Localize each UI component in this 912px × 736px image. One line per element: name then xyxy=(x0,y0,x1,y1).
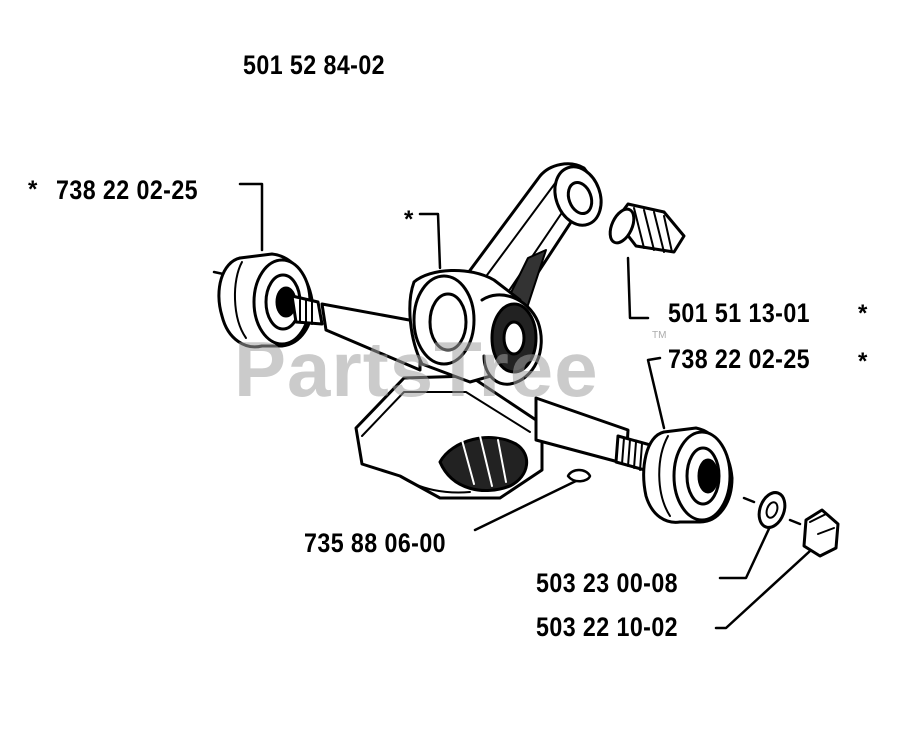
bearing-left-part-number: 738 22 02-25 xyxy=(56,175,199,205)
crankpin-boss xyxy=(408,269,543,386)
watermark-tm: TM xyxy=(652,330,667,341)
crank-web xyxy=(354,374,544,500)
bearing-left-star: * xyxy=(28,176,38,203)
conrod-star: * xyxy=(404,206,414,233)
key-part-number: 735 88 06-00 xyxy=(304,528,447,558)
right-ball-bearing xyxy=(642,426,734,524)
leader-lines xyxy=(212,182,824,630)
woodruff-key xyxy=(566,468,592,483)
nut-part-number: 503 22 10-02 xyxy=(536,612,679,642)
left-shaft xyxy=(290,294,422,372)
assembly-part-number: 501 52 84-02 xyxy=(243,50,386,80)
needle-bearing-star: * xyxy=(858,300,868,327)
watermark: PartsTree xyxy=(234,325,599,413)
needle-bearing-part-number: 501 51 13-01 xyxy=(668,298,811,328)
bearing-right-part-number: 738 22 02-25 xyxy=(668,344,811,374)
washer xyxy=(742,491,802,529)
washer-part-number: 503 23 00-08 xyxy=(536,568,679,598)
nut xyxy=(802,508,840,558)
needle-bearing xyxy=(608,202,686,254)
bearing-right-star: * xyxy=(858,348,868,375)
